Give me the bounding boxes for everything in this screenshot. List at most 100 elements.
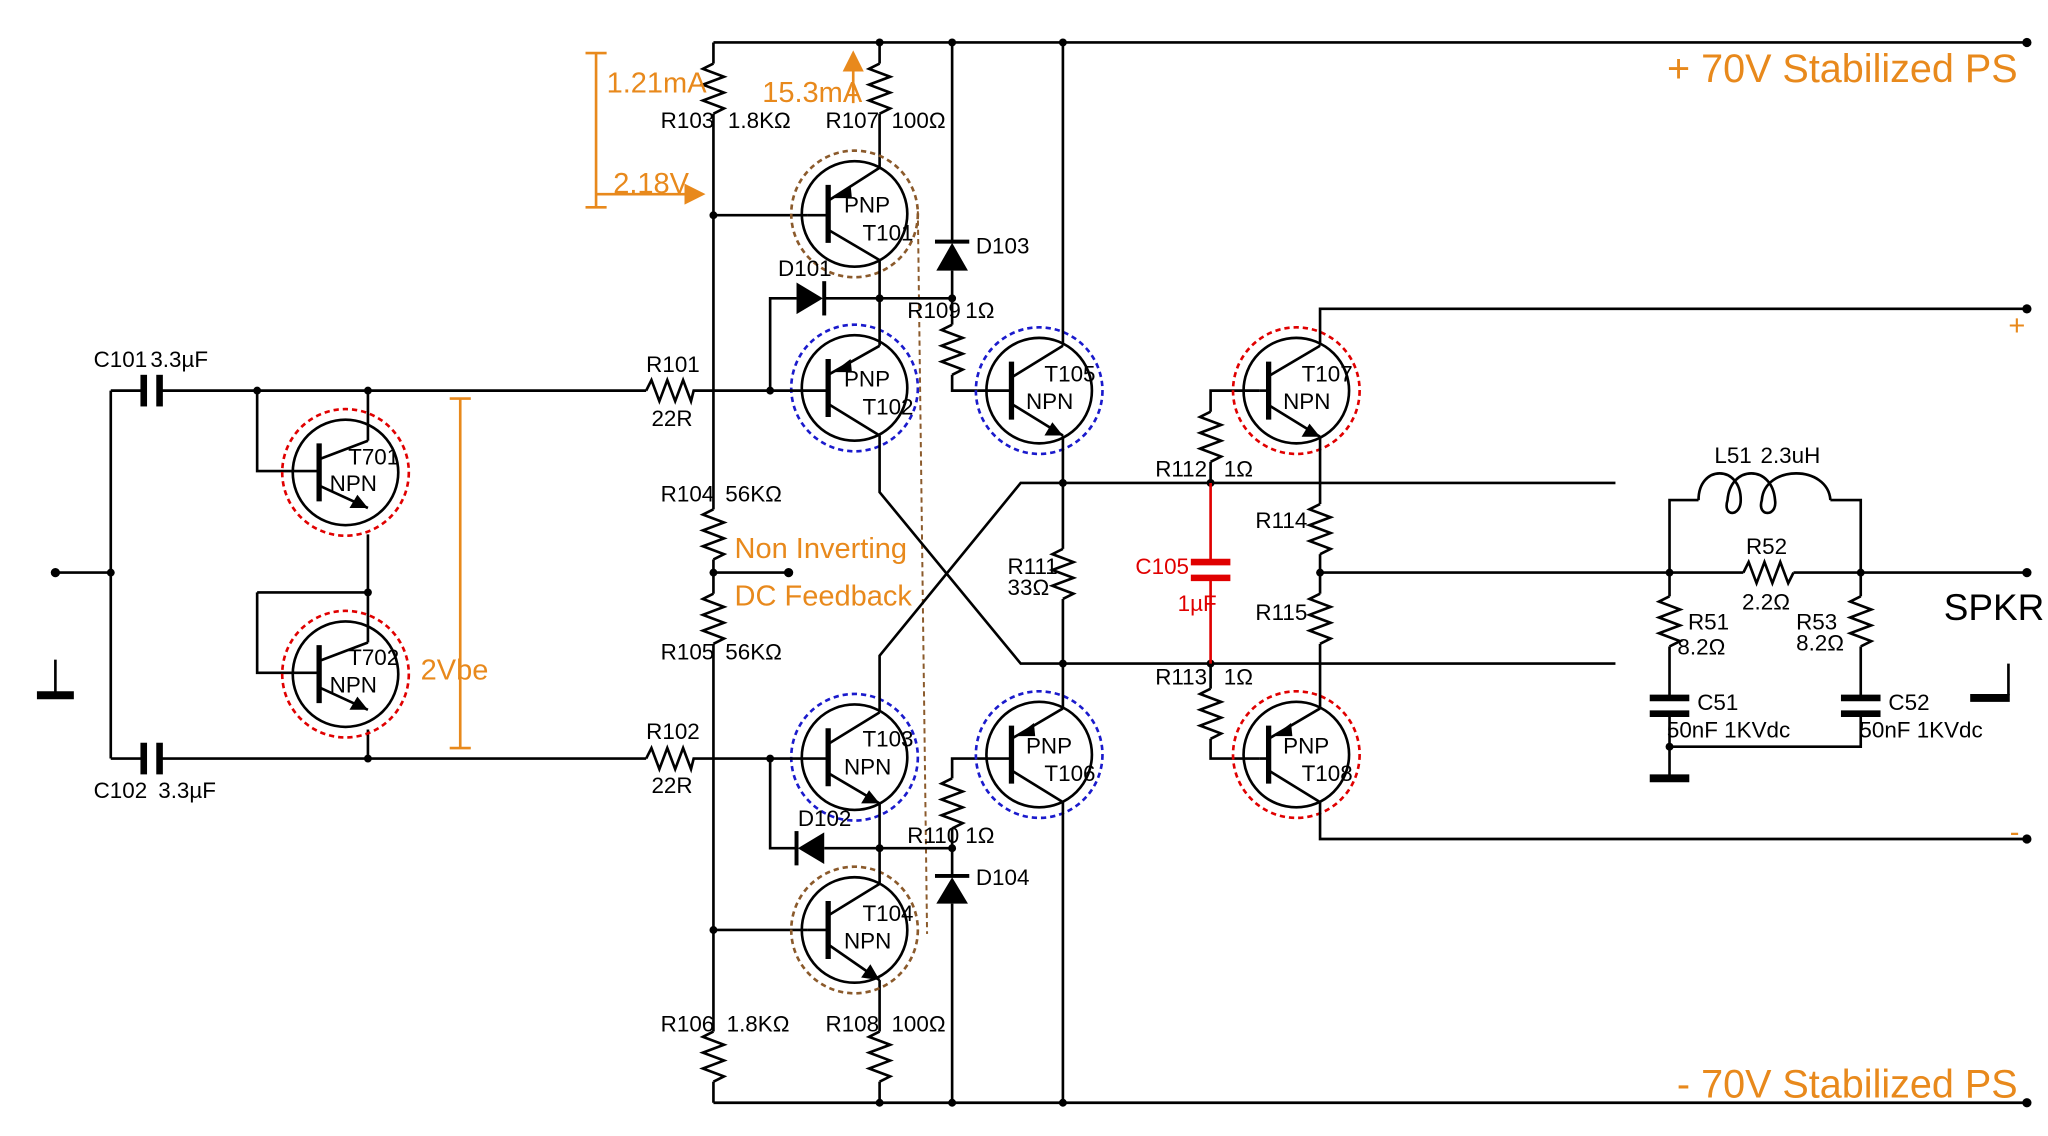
r52-value: 2.2Ω bbox=[1742, 590, 1790, 615]
diode-d103 bbox=[934, 42, 970, 299]
t108-type: PNP bbox=[1283, 733, 1329, 758]
resistor-r102 bbox=[645, 744, 775, 774]
resistor-r53 bbox=[1846, 572, 1876, 697]
capacitor-c102 bbox=[140, 742, 647, 775]
diode-d102 bbox=[768, 758, 957, 866]
feedback-label-1: Non Inverting bbox=[735, 533, 908, 565]
r113-value: 1Ω bbox=[1224, 665, 1253, 690]
t107-name: T107 bbox=[1302, 361, 1353, 386]
transistor-t702 bbox=[280, 609, 411, 739]
resistor-r107 bbox=[865, 42, 894, 168]
r111-name: R111 bbox=[1008, 554, 1058, 579]
transistor-t107 bbox=[1231, 304, 2032, 456]
diode-d104 bbox=[934, 848, 970, 1103]
c105-name: C105 bbox=[1135, 554, 1189, 579]
r113-name: R113 bbox=[1155, 665, 1207, 690]
resistor-r109 bbox=[937, 298, 978, 392]
transistor-t103 bbox=[770, 692, 920, 853]
t104-type: NPN bbox=[844, 928, 891, 953]
t103-type: NPN bbox=[844, 754, 891, 779]
resistor-r111 bbox=[1048, 482, 1078, 668]
t102-name: T102 bbox=[862, 394, 913, 419]
r104-value: 56KΩ bbox=[725, 481, 782, 506]
c51-name: C51 bbox=[1697, 690, 1738, 715]
r104-name: R104 bbox=[661, 481, 715, 506]
r108-value: 100Ω bbox=[891, 1012, 945, 1037]
d101-name: D101 bbox=[778, 256, 832, 281]
t105-type: NPN bbox=[1026, 389, 1073, 414]
r52-name: R52 bbox=[1746, 534, 1787, 559]
driver-output-wires bbox=[1062, 478, 1616, 668]
t701-type: NPN bbox=[330, 471, 377, 496]
t702-name: T702 bbox=[348, 645, 399, 670]
current-annotation-r103 bbox=[585, 51, 706, 209]
t108-name: T108 bbox=[1302, 761, 1353, 786]
r114-name: R114 bbox=[1255, 508, 1307, 533]
ground-symbol-left bbox=[36, 659, 74, 700]
t104-name: T104 bbox=[862, 901, 913, 926]
transistor-t101 bbox=[789, 149, 920, 299]
r111-value: 33Ω bbox=[1008, 575, 1050, 600]
bias-voltage-label: 2.18V bbox=[613, 168, 689, 200]
capacitor-c51 bbox=[1649, 694, 1690, 783]
r109-value: 1Ω bbox=[965, 298, 994, 323]
d103-name: D103 bbox=[976, 233, 1030, 258]
c102-name: C102 bbox=[94, 778, 148, 803]
t107-type: NPN bbox=[1283, 389, 1330, 414]
resistor-r51 bbox=[1655, 572, 1684, 697]
two-vbe-label: 2Vbe bbox=[421, 654, 489, 686]
r53-value: 8.2Ω bbox=[1796, 630, 1844, 655]
vbe-wiring bbox=[253, 386, 372, 763]
r103-value: 1.8KΩ bbox=[728, 108, 791, 133]
r51-name: R51 bbox=[1688, 609, 1729, 634]
r105-name: R105 bbox=[661, 640, 715, 665]
output-line bbox=[1320, 568, 2032, 578]
transistor-t106 bbox=[974, 663, 1104, 1103]
capacitor-c52 bbox=[1669, 694, 1881, 749]
resistor-r114 bbox=[1305, 436, 1335, 594]
c105-value: 1µF bbox=[1178, 591, 1217, 616]
r112-value: 1Ω bbox=[1224, 456, 1253, 481]
r103-name: R103 bbox=[661, 108, 715, 133]
r107-name: R107 bbox=[826, 108, 880, 133]
r108-name: R108 bbox=[826, 1012, 880, 1037]
c102-value: 3.3µF bbox=[158, 778, 216, 803]
transistor-t108 bbox=[1231, 689, 2032, 844]
t106-name: T106 bbox=[1044, 761, 1095, 786]
left-bias-chain bbox=[699, 42, 808, 1103]
d104-name: D104 bbox=[976, 865, 1030, 890]
c52-name: C52 bbox=[1888, 690, 1929, 715]
t101-name: T101 bbox=[862, 220, 913, 245]
r103-current-label: 1.21mA bbox=[607, 68, 708, 100]
r110-name: R110 bbox=[907, 823, 959, 848]
resistor-r115 bbox=[1305, 592, 1335, 709]
resistor-r101 bbox=[645, 376, 775, 406]
r107-value: 100Ω bbox=[891, 108, 945, 133]
r107-current-label: 15.3mA bbox=[762, 77, 863, 109]
c101-name: C101 bbox=[94, 347, 148, 372]
ground-symbol-right bbox=[1970, 663, 2010, 702]
r110-value: 1Ω bbox=[965, 823, 994, 848]
positive-rail-label: + 70V Stabilized PS bbox=[1667, 47, 2018, 91]
two-vbe-marker bbox=[449, 397, 471, 750]
t103-name: T103 bbox=[862, 727, 913, 752]
capacitor-c101 bbox=[140, 374, 647, 407]
r102-name: R102 bbox=[646, 719, 700, 744]
r101-value: 22R bbox=[651, 406, 692, 431]
t105-name: T105 bbox=[1044, 361, 1095, 386]
r112-name: R112 bbox=[1155, 456, 1207, 481]
t701-name: T701 bbox=[348, 444, 399, 469]
transistor-t701 bbox=[280, 407, 411, 538]
speaker-label: SPKR bbox=[1944, 587, 2045, 628]
d102-name: D102 bbox=[798, 806, 852, 831]
input-network bbox=[50, 389, 143, 760]
cross-wiring bbox=[878, 435, 1063, 713]
negative-output-label: - bbox=[2010, 817, 2020, 849]
r115-name: R115 bbox=[1255, 600, 1307, 625]
r109-name: R109 bbox=[907, 298, 961, 323]
feedback-label-2: DC Feedback bbox=[735, 581, 913, 613]
r102-value: 22R bbox=[651, 773, 692, 798]
positive-rail bbox=[713, 37, 2032, 48]
c51-value: 50nF 1KVdc bbox=[1667, 717, 1790, 742]
